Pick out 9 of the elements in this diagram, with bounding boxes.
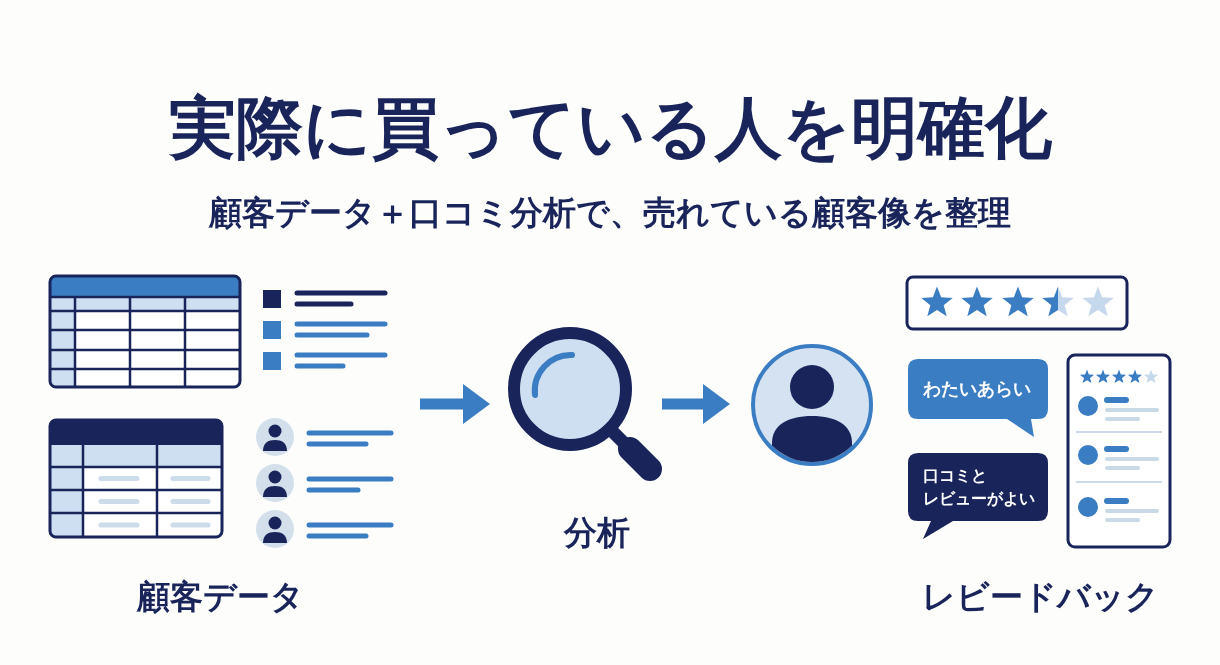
subtitle: 顧客データ＋口コミ分析で、売れている顧客像を整理 bbox=[209, 193, 1011, 233]
arrow bbox=[662, 384, 730, 424]
section-label: 顧客データ bbox=[136, 577, 304, 617]
title: 実際に買っている人を明確化 bbox=[168, 88, 1052, 168]
section-label: レビードバック bbox=[921, 577, 1159, 617]
speech-bubble: 口コミとレビューがよい bbox=[907, 452, 1049, 540]
speech-bubble: わたいあらい bbox=[907, 358, 1049, 438]
section-label: 分析 bbox=[564, 513, 630, 553]
arrow bbox=[420, 384, 490, 424]
